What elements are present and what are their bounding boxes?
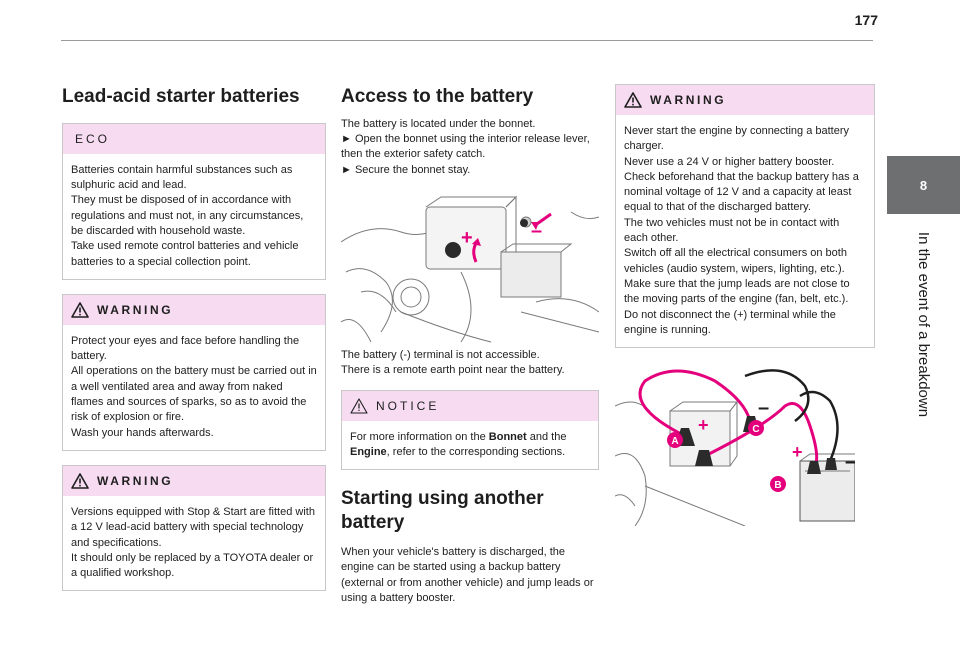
notice-box: NOTICE For more information on the Bonne… [341, 389, 599, 471]
warning-label: WARNING [650, 93, 727, 107]
warning-box-2-body: Versions equipped with Stop & Start are … [63, 496, 325, 590]
warning-3-text: Never start the engine by connecting a b… [624, 125, 859, 336]
callout-b: B [770, 476, 786, 493]
notice-icon [350, 398, 368, 414]
chapter-title: In the event of a breakdown [887, 214, 960, 434]
header-rule [61, 40, 873, 41]
notice-text-part: and the [526, 430, 567, 443]
column-1: Lead-acid starter batteries ECO Batterie… [62, 80, 326, 592]
engine-bay-illustration: + – [340, 195, 600, 343]
access-intro-text: The battery is located under the bonnet.… [341, 117, 590, 176]
battery-location-illustration: + – [340, 191, 600, 344]
warning-label: WARNING [97, 302, 174, 317]
notice-text-part: , refer to the corresponding sections. [386, 445, 566, 458]
page-number: 177 [854, 12, 878, 28]
minus-marker: – [758, 397, 769, 419]
eco-box: ECO Batteries contain harmful substances… [62, 122, 326, 280]
warning-box-1-body: Protect your eyes and face before handli… [63, 325, 325, 450]
eco-label: ECO [75, 131, 111, 146]
warning-icon [71, 302, 89, 318]
jump-start-illustration: + + – – A C B [614, 366, 875, 527]
plus-marker: + [461, 227, 473, 249]
eco-text: Batteries contain harmful substances suc… [71, 163, 304, 268]
plus-marker: + [792, 442, 803, 462]
heading-lead-acid: Lead-acid starter batteries [62, 86, 300, 107]
notice-text: For more information on the Bonnet and t… [350, 430, 590, 461]
plus-marker: + [698, 415, 709, 435]
callout-c: C [748, 420, 764, 437]
chapter-title-text: In the event of a breakdown [915, 231, 933, 417]
warning-label: WARNING [97, 473, 174, 488]
warning-box-2: WARNING Versions equipped with Stop & St… [62, 464, 326, 592]
warning-box-3: WARNING Never start the engine by connec… [615, 84, 875, 349]
eco-box-body: Batteries contain harmful substances suc… [63, 154, 325, 279]
chapter-tab[interactable]: 8 [887, 156, 960, 214]
warning-box-3-header: WARNING [616, 85, 874, 115]
warning-1-text: Protect your eyes and face before handli… [71, 334, 317, 439]
notice-box-header: NOTICE [342, 390, 598, 421]
jump-start-diagram: + + – – A C B [614, 369, 856, 527]
notice-box-body: For more information on the Bonnet and t… [342, 421, 598, 470]
heading-access-battery: Access to the battery [341, 86, 534, 107]
callout-c-label: C [752, 424, 759, 435]
notice-label: NOTICE [376, 398, 440, 413]
callout-a: A [667, 432, 683, 449]
warning-box-1-header: WARNING [63, 294, 325, 325]
notice-text-part: For more information on the [350, 430, 489, 443]
warning-box-1: WARNING Protect your eyes and face befor… [62, 293, 326, 451]
warning-icon [71, 473, 89, 489]
column-2: Access to the battery The battery is loc… [340, 80, 600, 606]
notice-bonnet-ref: Bonnet [488, 430, 527, 443]
eco-box-header: ECO [63, 123, 325, 154]
callout-b-label: B [774, 480, 781, 491]
minus-marker: – [531, 220, 542, 242]
warning-icon [624, 92, 642, 108]
callout-a-label: A [671, 436, 678, 447]
warning-box-2-header: WARNING [63, 465, 325, 496]
heading-starting-another-battery: Starting using another battery [341, 488, 544, 534]
warning-2-text: Versions equipped with Stop & Start are … [71, 505, 315, 580]
notice-engine-ref: Engine [350, 445, 387, 458]
minus-marker: – [845, 451, 855, 473]
starting-text: When your vehicle's battery is discharge… [341, 546, 594, 605]
column-3: WARNING Never start the engine by connec… [614, 84, 875, 527]
warning-box-3-body: Never start the engine by connecting a b… [616, 115, 874, 347]
figure-caption: The battery (-) terminal is not accessib… [341, 348, 565, 377]
